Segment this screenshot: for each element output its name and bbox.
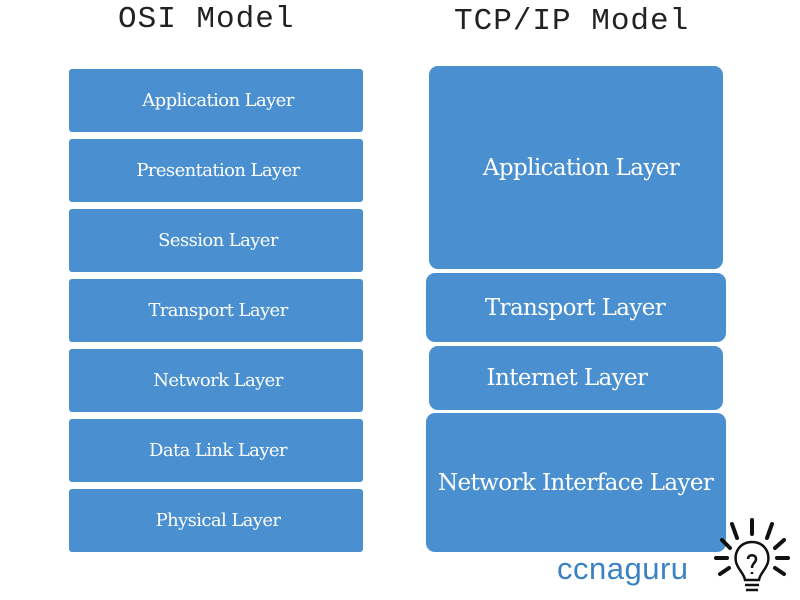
osi-layer-data-link: Data Link Layer bbox=[69, 419, 363, 482]
osi-layer-session: Session Layer bbox=[69, 209, 363, 272]
osi-layer-presentation: Presentation Layer bbox=[69, 139, 363, 202]
tcpip-layer-application: Application Layer bbox=[429, 66, 723, 269]
osi-layer-transport: Transport Layer bbox=[69, 279, 363, 342]
osi-model-title: OSI Model bbox=[118, 2, 295, 37]
logo-text: ccnaguru bbox=[557, 551, 689, 586]
tcpip-layer-network-interface: Network Interface Layer bbox=[426, 413, 726, 552]
tcpip-layer-internet: Internet Layer bbox=[429, 346, 723, 410]
lightbulb-icon bbox=[714, 518, 790, 592]
osi-layer-network: Network Layer bbox=[69, 349, 363, 412]
tcpip-layer-transport: Transport Layer bbox=[426, 273, 726, 342]
osi-layer-physical: Physical Layer bbox=[69, 489, 363, 552]
tcpip-model-title: TCP/IP Model bbox=[454, 4, 690, 39]
osi-layer-application: Application Layer bbox=[69, 69, 363, 132]
